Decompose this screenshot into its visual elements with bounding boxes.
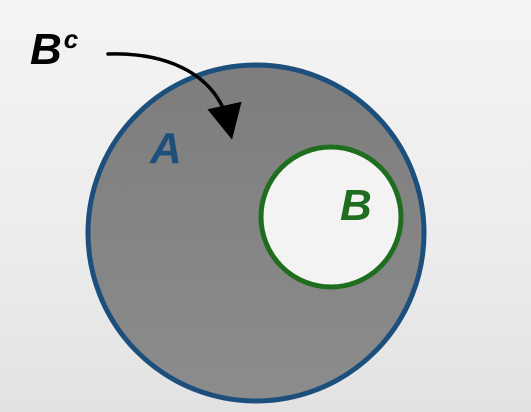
complement-label-superscript: c bbox=[64, 24, 79, 54]
set-b-label: B bbox=[340, 181, 372, 230]
set-b-circle bbox=[258, 144, 404, 290]
complement-arrow bbox=[106, 52, 242, 140]
complement-label: Bc bbox=[30, 24, 79, 74]
set-a-label: A bbox=[149, 124, 182, 173]
complement-label-base: B bbox=[30, 25, 62, 74]
